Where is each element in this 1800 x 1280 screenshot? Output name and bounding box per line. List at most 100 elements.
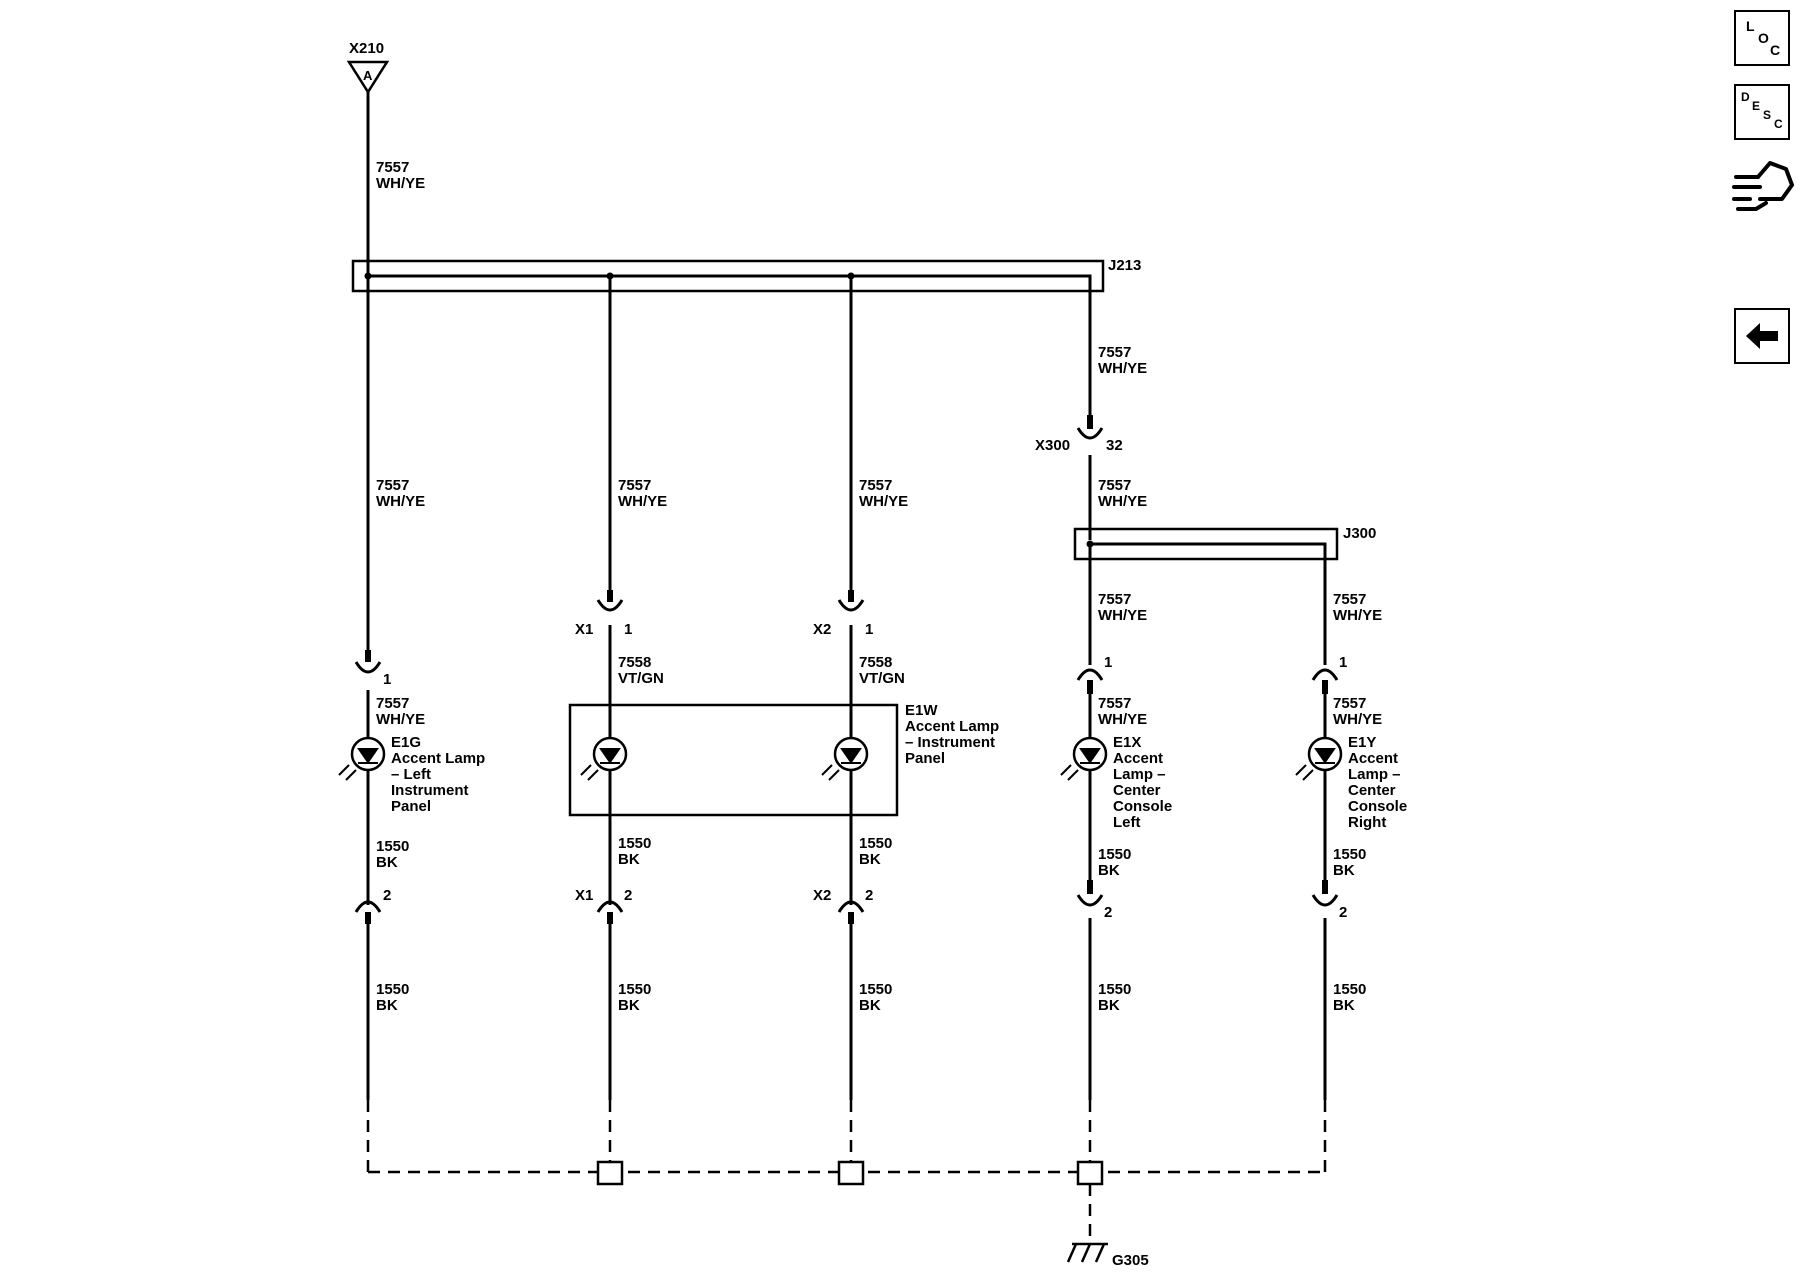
ground-symbol xyxy=(1066,1242,1108,1263)
wire-color: WH/YE xyxy=(859,493,908,510)
x210-pin-label: A xyxy=(363,68,373,83)
e1x-lamp-label: E1X Accent Lamp – Center Console Left xyxy=(1113,734,1172,831)
pin-label: 2 xyxy=(624,887,632,904)
svg-text:E1X: E1X xyxy=(1113,734,1141,751)
svg-text:E1W: E1W xyxy=(905,702,938,719)
svg-text:Console: Console xyxy=(1113,798,1172,815)
wire-color: WH/YE xyxy=(1333,607,1382,624)
pin-label: 2 xyxy=(865,887,873,904)
j213-label: J213 xyxy=(1108,257,1141,274)
e1w-right-lamp-symbol xyxy=(821,748,862,781)
hand-tool-button[interactable] xyxy=(1730,155,1796,223)
wire-color: BK xyxy=(376,854,398,871)
wire-color: VT/GN xyxy=(618,670,664,687)
wire-color: VT/GN xyxy=(859,670,905,687)
pin-label: 2 xyxy=(383,887,391,904)
wire-circuit: 7557 xyxy=(1333,695,1366,712)
desc-letter: E xyxy=(1752,99,1761,113)
j300-splice-box xyxy=(1073,527,1339,561)
wire-circuit: 7557 xyxy=(618,477,651,494)
pin-label: 1 xyxy=(1339,654,1347,671)
wire-color: WH/YE xyxy=(618,493,667,510)
wire-circuit: 7557 xyxy=(376,695,409,712)
location-button[interactable]: L O C xyxy=(1734,10,1790,66)
pin-label: 1 xyxy=(624,621,632,638)
hand-pointer-icon xyxy=(1732,161,1794,211)
description-button[interactable]: D E S C xyxy=(1734,84,1790,140)
wire-color: BK xyxy=(1098,997,1120,1014)
e1x-lamp-symbol xyxy=(1060,748,1101,781)
wire-circuit: 7557 xyxy=(1098,344,1131,361)
wire-color: WH/YE xyxy=(1098,711,1147,728)
wire-circuit: 1550 xyxy=(1098,981,1131,998)
wire-circuit: 1550 xyxy=(1333,981,1366,998)
wire-color: BK xyxy=(1098,862,1120,879)
connector-x1-label: X1 xyxy=(575,621,593,638)
pin-label: 2 xyxy=(1104,904,1112,921)
wire-circuit: 1550 xyxy=(618,981,651,998)
e1y-lamp-symbol xyxy=(1295,748,1336,781)
loc-letter: O xyxy=(1758,30,1769,46)
j300-label: J300 xyxy=(1343,525,1376,542)
wire-circuit: 7557 xyxy=(859,477,892,494)
wire-circuit: 7557 xyxy=(376,159,409,176)
x300-pin-label: 32 xyxy=(1106,437,1123,454)
svg-text:Panel: Panel xyxy=(905,750,945,767)
wire-circuit: 7557 xyxy=(1098,591,1131,608)
desc-letter: D xyxy=(1741,90,1750,104)
wire-color: BK xyxy=(859,851,881,868)
wire-circuit: 1550 xyxy=(376,981,409,998)
wire-color: BK xyxy=(618,997,640,1014)
wire-circuit: 7557 xyxy=(1098,477,1131,494)
e1w-left-lamp-symbol xyxy=(580,748,621,781)
pin-label: 1 xyxy=(383,671,391,688)
svg-text:Accent Lamp: Accent Lamp xyxy=(391,750,485,767)
wire-color: WH/YE xyxy=(376,175,425,192)
x210-connector-symbol xyxy=(346,60,390,95)
e1y-lamp-label: E1Y Accent Lamp – Center Console Right xyxy=(1348,734,1407,831)
wire-color: BK xyxy=(1333,997,1355,1014)
pin-label: 1 xyxy=(865,621,873,638)
svg-text:Lamp –: Lamp – xyxy=(1113,766,1166,783)
svg-text:Panel: Panel xyxy=(391,798,431,815)
wire-circuit: 1550 xyxy=(618,835,651,852)
wire-circuit: 7557 xyxy=(376,477,409,494)
svg-text:– Left: – Left xyxy=(391,766,431,783)
g305-label: G305 xyxy=(1112,1252,1149,1269)
wire-color: WH/YE xyxy=(376,493,425,510)
e1g-lamp-label: E1G Accent Lamp – Left Instrument Panel xyxy=(391,734,485,815)
desc-letter: C xyxy=(1774,117,1783,131)
wire-color: BK xyxy=(618,851,640,868)
wire-color: WH/YE xyxy=(1098,607,1147,624)
wire-circuit: 1550 xyxy=(376,838,409,855)
x210-label: X210 xyxy=(349,40,384,57)
svg-text:Center: Center xyxy=(1113,782,1161,799)
pin-label: 2 xyxy=(1339,904,1347,921)
pin-label: 1 xyxy=(1104,654,1112,671)
connector-x2-label: X2 xyxy=(813,621,831,638)
svg-text:Right: Right xyxy=(1348,814,1386,831)
arrow-left-icon xyxy=(1746,323,1778,349)
wire-circuit: 7557 xyxy=(1098,695,1131,712)
back-button[interactable] xyxy=(1734,308,1790,364)
svg-text:Center: Center xyxy=(1348,782,1396,799)
wire-color: BK xyxy=(859,997,881,1014)
svg-text:E1Y: E1Y xyxy=(1348,734,1376,751)
wire-color: WH/YE xyxy=(376,711,425,728)
wire-color: BK xyxy=(1333,862,1355,879)
x300-label: X300 xyxy=(1035,437,1070,454)
wire-color: BK xyxy=(376,997,398,1014)
svg-text:Console: Console xyxy=(1348,798,1407,815)
wire-circuit: 1550 xyxy=(1098,846,1131,863)
wire-circuit: 7558 xyxy=(618,654,651,671)
loc-letter: C xyxy=(1770,42,1781,58)
svg-text:– Instrument: – Instrument xyxy=(905,734,995,751)
wire-circuit: 1550 xyxy=(859,835,892,852)
e1g-lamp-symbol xyxy=(338,748,379,781)
svg-text:Accent Lamp: Accent Lamp xyxy=(905,718,999,735)
wire-circuit: 7557 xyxy=(1333,591,1366,608)
wire-color: WH/YE xyxy=(1333,711,1382,728)
svg-text:Lamp –: Lamp – xyxy=(1348,766,1401,783)
svg-text:Accent: Accent xyxy=(1348,750,1398,767)
e1w-lamp-box xyxy=(568,703,899,817)
